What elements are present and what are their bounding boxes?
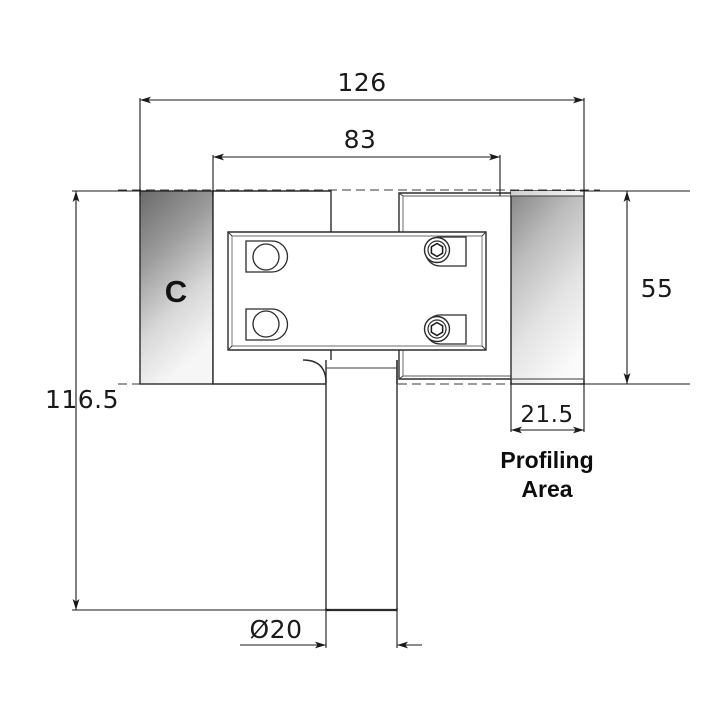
dim-label-55: 55: [641, 274, 674, 303]
part-marker-c: C: [165, 274, 187, 309]
dimension-overall-height: 116.5: [45, 190, 330, 611]
dimension-inner-width: 83: [212, 125, 501, 196]
dimension-profiling-width: 21.5: [510, 380, 585, 434]
mounting-hole-upper-bore: [252, 243, 280, 271]
part-geometry: C: [118, 189, 600, 612]
mounting-hole-upper: [245, 240, 289, 273]
dimension-body-height: 55: [580, 190, 690, 385]
hex-screw-lower: [423, 314, 467, 345]
note-profiling-area: Profiling Area: [500, 447, 593, 502]
hex-screw-upper-socket: [430, 242, 444, 258]
note-line-1: Profiling: [500, 447, 593, 473]
mounting-hole-lower: [245, 308, 289, 341]
shaft-fillet-left: [302, 359, 327, 384]
left-gradient-block: [139, 190, 214, 385]
hex-screw-upper: [423, 236, 467, 267]
dim-label-215: 21.5: [520, 402, 573, 428]
shaft-body: [325, 360, 398, 611]
dimension-shaft-diameter: Ø20: [240, 608, 422, 649]
mounting-hole-lower-bore: [252, 310, 280, 338]
hex-screw-lower-socket: [430, 321, 444, 337]
front-plate-corner-ticks: [227, 231, 487, 351]
note-line-2: Area: [521, 476, 572, 502]
dim-label-1165: 116.5: [45, 385, 119, 414]
right-block-top-strip: [511, 191, 584, 196]
dimension-overall-width: 126: [139, 68, 585, 196]
right-gradient-block: [510, 190, 585, 385]
dim-label-83: 83: [344, 125, 377, 154]
dim-label-d20: Ø20: [250, 615, 303, 644]
dim-label-126: 126: [337, 68, 386, 97]
